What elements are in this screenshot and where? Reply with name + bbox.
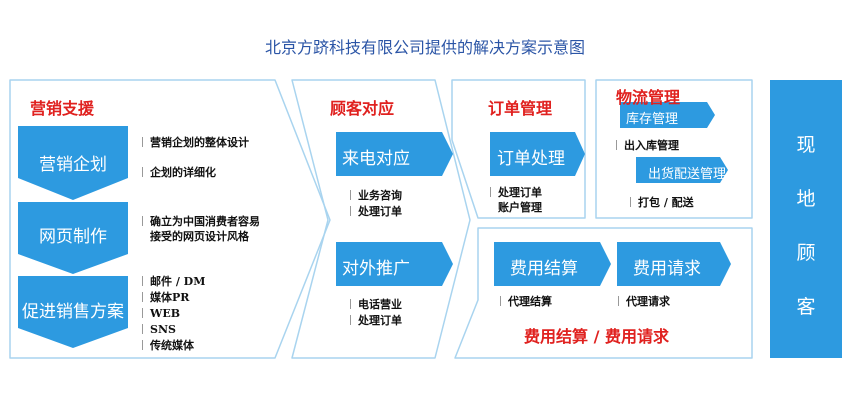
request-item: 代理请求	[618, 295, 670, 308]
order-panel	[451, 79, 586, 219]
outreach-label: 对外推广	[342, 259, 410, 279]
end-char-2: 地	[796, 188, 816, 210]
call-box	[336, 132, 453, 176]
promo-box	[18, 276, 128, 348]
end-customer-bar	[770, 80, 842, 358]
billing-panel	[454, 227, 753, 359]
web-item-1: 确立为中国消费者容易	[142, 215, 260, 228]
customer-panel	[291, 79, 471, 359]
end-char-3: 顾	[796, 242, 816, 264]
promo-item-5: 传统媒体	[142, 339, 194, 352]
promo-item-2: 媒体PR	[141, 291, 190, 304]
inventory-box	[620, 102, 715, 128]
order-item-1: 处理订单	[490, 186, 542, 199]
settle-box	[494, 242, 611, 286]
order-item-2: 账户管理	[498, 201, 542, 214]
call-label: 来电对应	[342, 149, 410, 169]
customer-heading: 顾客对应	[330, 99, 395, 118]
promo-item-4: SNS	[142, 323, 176, 336]
diagram-title: 北京方跻科技有限公司提供的解决方案示意图	[264, 38, 585, 57]
order-heading: 订单管理	[488, 99, 553, 118]
billing-caption: 费用结算 / 费用请求	[524, 327, 669, 346]
call-item-1: 业务咨询	[350, 189, 402, 202]
outreach-item-2: 处理订单	[350, 314, 402, 327]
request-box	[617, 242, 731, 286]
order-box	[490, 132, 585, 176]
request-label: 费用请求	[633, 259, 701, 279]
outreach-item-1: 电话营业	[350, 298, 402, 311]
packing-item: 打包 / 配送	[630, 196, 694, 209]
promo-item-1: 邮件 / DM	[141, 275, 206, 288]
logistics-panel	[595, 79, 753, 219]
planning-item-2: 企划的详细化	[142, 166, 216, 179]
inventory-label: 库存管理	[626, 112, 679, 127]
marketing-heading: 营销支援	[30, 99, 95, 118]
settle-label: 费用结算	[510, 259, 578, 279]
web-item-2: 接受的网页设计风格	[150, 230, 249, 243]
inbound-item: 出入库管理	[616, 139, 679, 152]
web-box	[18, 202, 128, 274]
end-char-4: 客	[796, 296, 816, 318]
marketing-panel	[9, 79, 331, 359]
logistics-heading: 物流管理	[616, 88, 681, 107]
planning-box	[18, 126, 128, 200]
planning-label: 营销企划	[39, 155, 107, 175]
call-item-2: 处理订单	[350, 205, 402, 218]
promo-item-3: WEB	[141, 307, 181, 320]
shipping-box	[636, 157, 728, 183]
settle-item: 代理结算	[500, 295, 552, 308]
outreach-box	[336, 242, 453, 286]
planning-item-1: 营销企划的整体设计	[142, 136, 249, 149]
promo-label: 促进销售方案	[22, 302, 124, 322]
end-char-1: 现	[796, 134, 816, 156]
shipping-label: 出货配送管理	[648, 167, 727, 182]
order-process-label: 订单处理	[497, 149, 565, 169]
web-label: 网页制作	[39, 227, 107, 247]
